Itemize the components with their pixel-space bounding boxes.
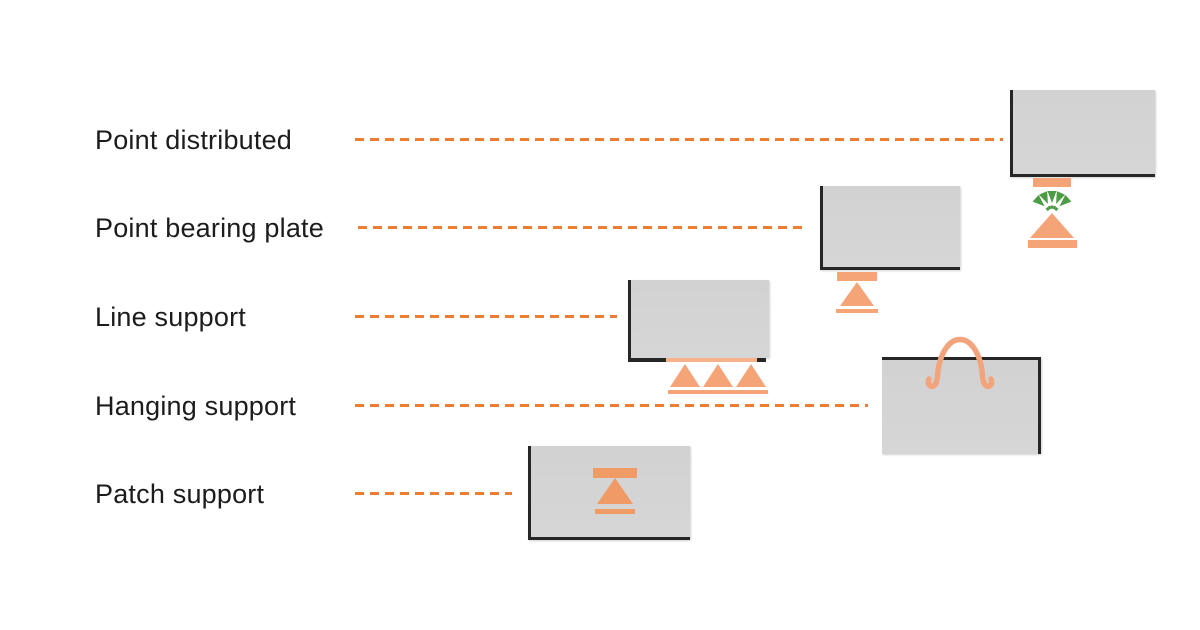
hanging-hook-icon [925, 337, 995, 389]
base-plate-icon [1028, 240, 1077, 248]
edge-segment [628, 358, 666, 362]
figure-patch-support [528, 446, 698, 546]
leader-line-point-bearing-plate [358, 226, 806, 229]
line-bearing-strip-icon [666, 358, 757, 362]
label-patch-support: Patch support [95, 479, 265, 509]
bearing-plate-icon [837, 272, 877, 281]
roller-triangle-icon [703, 364, 733, 387]
roller-triangle-icon [736, 364, 766, 387]
label-hanging-support: Hanging support [95, 391, 297, 421]
base-line-icon [734, 390, 768, 394]
roller-triangle-icon [670, 364, 700, 387]
base-line-icon [701, 390, 735, 394]
figure-line-support [628, 280, 778, 400]
figure-hanging-support [880, 335, 1050, 460]
leader-line-point-distributed [355, 138, 1003, 141]
slab-box [882, 357, 1041, 454]
base-line-icon [595, 509, 635, 514]
base-line-icon [668, 390, 702, 394]
edge-segment [757, 358, 766, 362]
roller-triangle-icon [597, 478, 633, 504]
roller-triangle-icon [1030, 213, 1074, 238]
figure-point-bearing-plate [820, 186, 970, 331]
leader-line-hanging-support [355, 404, 868, 407]
leader-line-line-support [355, 315, 617, 318]
distributed-arrows-icon [1032, 191, 1072, 212]
slab-box [628, 280, 769, 358]
label-line-support: Line support [95, 302, 247, 332]
slab-box [820, 186, 960, 270]
leader-line-patch-support [355, 492, 512, 495]
label-point-bearing-plate: Point bearing plate [95, 213, 324, 243]
bearing-plate-icon [1033, 178, 1071, 187]
figure-point-distributed [1010, 90, 1170, 260]
label-point-distributed: Point distributed [95, 125, 293, 155]
patch-plate-icon [593, 468, 637, 478]
roller-triangle-icon [840, 282, 874, 306]
base-line-icon [836, 309, 878, 313]
slab-box [1010, 90, 1155, 177]
